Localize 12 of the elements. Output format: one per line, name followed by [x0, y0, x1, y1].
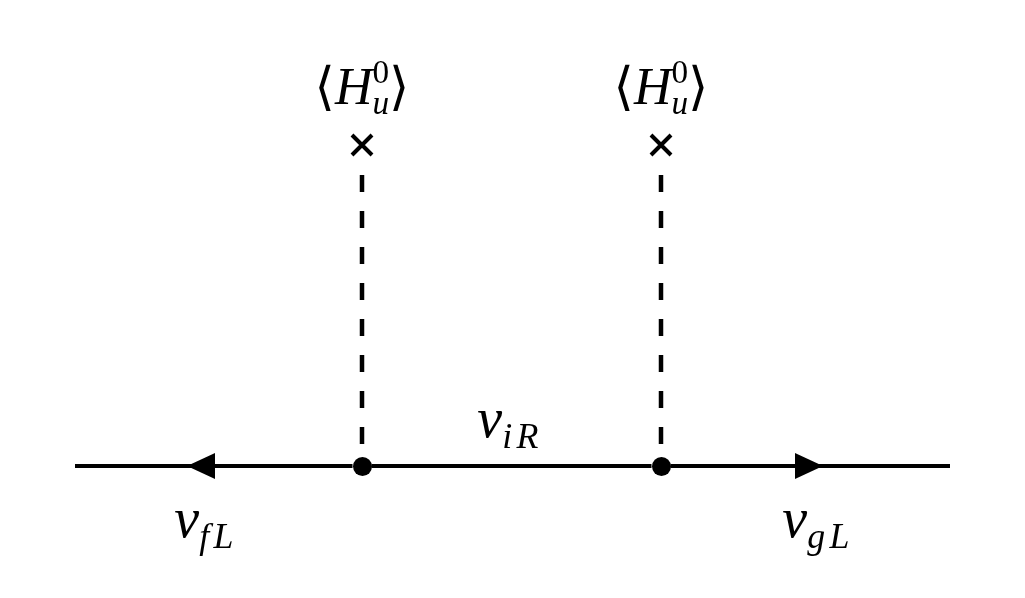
- node-label: ⟨H$_{u}$$^{0}$⟩: [313, 53, 411, 123]
- arrow: [670, 453, 823, 479]
- dot-icon: [651, 456, 671, 476]
- cross-icon: [349, 132, 375, 158]
- cross-icon: [648, 132, 674, 158]
- line: [371, 464, 652, 468]
- edge-label: ν$_{iR}$: [476, 386, 544, 459]
- edge-label: ν$_{gL}$: [781, 486, 855, 559]
- edge-label: ν$_{fL}$: [173, 486, 239, 559]
- arrow: [187, 453, 353, 479]
- dot-icon: [352, 456, 372, 476]
- node-label: ⟨H$_{u}$$^{0}$⟩: [612, 53, 710, 123]
